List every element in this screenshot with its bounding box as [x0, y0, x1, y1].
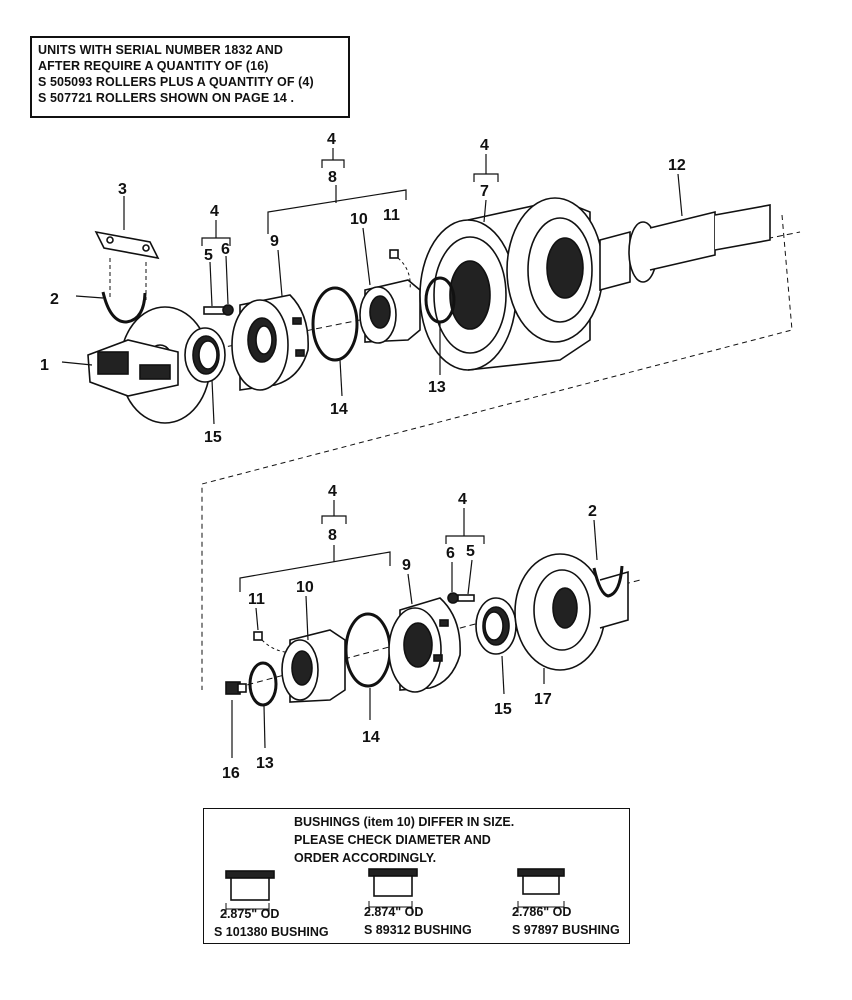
note-line: S 505093 ROLLERS PLUS A QUANTITY OF (4) [38, 75, 314, 89]
callout-5: 5 [204, 247, 213, 264]
part-9-collar-lower [388, 597, 461, 693]
part-13-ring-lower [248, 661, 278, 707]
callout-16: 16 [222, 765, 240, 782]
callout-2: 2 [588, 503, 597, 520]
part-10-bushing [359, 279, 421, 344]
callout-11: 11 [248, 591, 265, 608]
bushing-part-1: S 101380 BUSHING [214, 925, 329, 939]
callout-14: 14 [330, 401, 348, 418]
part-14-o-ring-lower [344, 612, 392, 688]
callout-4: 4 [458, 491, 467, 508]
part-7-roller [419, 197, 604, 371]
part-15-seal-lower [475, 597, 517, 655]
part-10-bushing-lower [281, 629, 346, 703]
bushing-part-3: S 97897 BUSHING [512, 923, 620, 937]
callout-6: 6 [446, 545, 455, 562]
part-12-shaft [599, 204, 771, 292]
note-line: AFTER REQUIRE A QUANTITY OF (16) [38, 59, 269, 73]
callout-4: 4 [210, 203, 219, 220]
note-line: S 507721 ROLLERS SHOWN ON PAGE 14 . [38, 91, 295, 105]
part-9-collar [231, 294, 309, 391]
bushing-note-line: ORDER ACCORDINGLY. [294, 851, 437, 865]
connector-dashed-line [201, 214, 793, 690]
part-11-pin-lower [253, 631, 286, 653]
callout-5: 5 [466, 543, 475, 560]
callout-10: 10 [350, 211, 368, 228]
callout-14: 14 [362, 729, 380, 746]
callout-13: 13 [256, 755, 274, 772]
bushing-sketch-3 [517, 868, 565, 913]
part-2-retainer-clip [101, 291, 147, 324]
callout-4: 4 [328, 483, 337, 500]
callout-8: 8 [328, 169, 337, 186]
callout-15: 15 [494, 701, 512, 718]
callout-4: 4 [327, 131, 336, 148]
part-5-6-screw-washer [203, 304, 234, 316]
callout-9: 9 [270, 233, 279, 250]
bushing-note-box: BUSHINGS (item 10) DIFFER IN SIZE. PLEAS… [203, 808, 630, 944]
part-17-end-bracket [514, 553, 629, 671]
bushing-od-2: 2.874" OD [364, 905, 424, 919]
part-6-5-screw-lower [447, 592, 475, 604]
bushing-sketch-2 [368, 868, 418, 913]
callout-8: 8 [328, 527, 337, 544]
callout-10: 10 [296, 579, 314, 596]
note-line: UNITS WITH SERIAL NUMBER 1832 AND [38, 43, 283, 57]
part-15-seal [184, 327, 226, 383]
callout-17: 17 [534, 691, 552, 708]
part-2-clip-lower [592, 565, 624, 598]
callout-13: 13 [428, 379, 446, 396]
part-3-plate [94, 230, 160, 300]
part-11-pin [389, 249, 411, 291]
callout-11: 11 [383, 207, 400, 224]
bushing-sketches [225, 868, 565, 915]
callout-6: 6 [221, 241, 230, 258]
callout-2: 2 [50, 291, 59, 308]
part-14-o-ring [311, 286, 359, 362]
bushing-part-2: S 89312 BUSHING [364, 923, 472, 937]
callout-12: 12 [668, 157, 686, 174]
callout-3: 3 [118, 181, 127, 198]
bushing-od-3: 2.786" OD [512, 905, 572, 919]
callout-9: 9 [402, 557, 411, 574]
callout-4: 4 [480, 137, 489, 154]
bushing-od-1: 2.875" OD [220, 907, 280, 921]
bushing-sketch-1 [225, 870, 275, 915]
serial-note-box: UNITS WITH SERIAL NUMBER 1832 AND AFTER … [30, 36, 350, 118]
part-16-plug [225, 681, 247, 695]
bushing-note-line: PLEASE CHECK DIAMETER AND [294, 833, 491, 847]
callout-15: 15 [204, 429, 222, 446]
callout-1: 1 [40, 357, 49, 374]
callout-7: 7 [480, 183, 489, 200]
bushing-note-line: BUSHINGS (item 10) DIFFER IN SIZE. [294, 815, 515, 829]
